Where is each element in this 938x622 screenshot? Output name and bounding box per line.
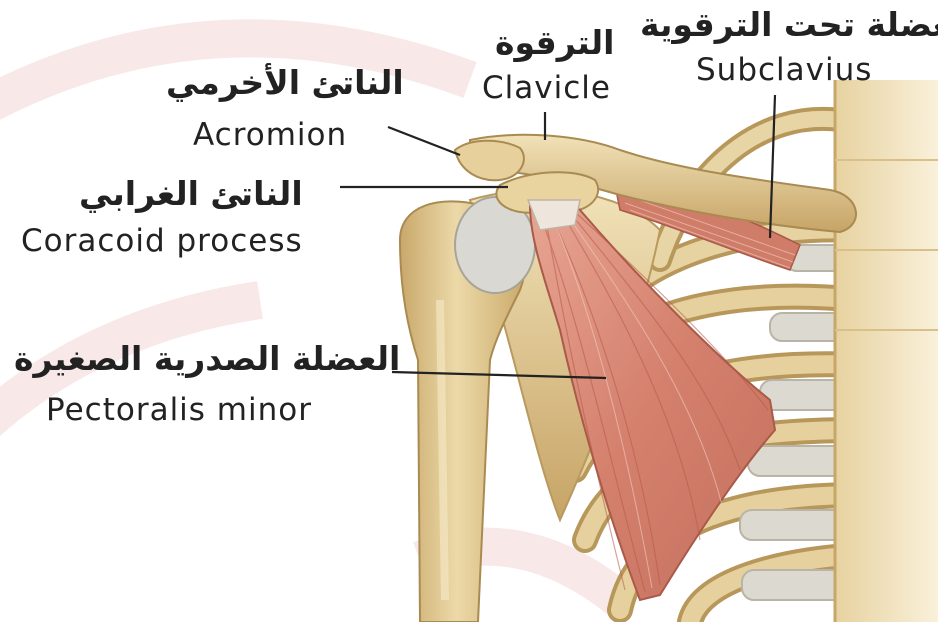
clavicle-label-en: Clavicle [482, 73, 611, 104]
clavicle-label-ar: الترقوة [495, 26, 614, 59]
leader-acromion [388, 127, 460, 155]
pectoralis-minor-label-ar: العضلة الصدرية الصغيرة [14, 342, 400, 375]
acromion-label-en: Acromion [193, 120, 347, 151]
subclavius-label-en: Subclavius [696, 55, 872, 86]
acromion [455, 141, 524, 181]
acromion-label-ar: الناتئ الأخرمي [166, 66, 404, 99]
subclavius-label-ar: العضلة تحت الترقوية [640, 8, 938, 41]
pectoralis-minor-label-en: Pectoralis minor [46, 395, 312, 426]
sternum [835, 80, 938, 622]
coracoid-label-en: Coracoid process [21, 226, 303, 257]
coracoid-label-ar: الناتئ الغرابي [79, 177, 303, 210]
